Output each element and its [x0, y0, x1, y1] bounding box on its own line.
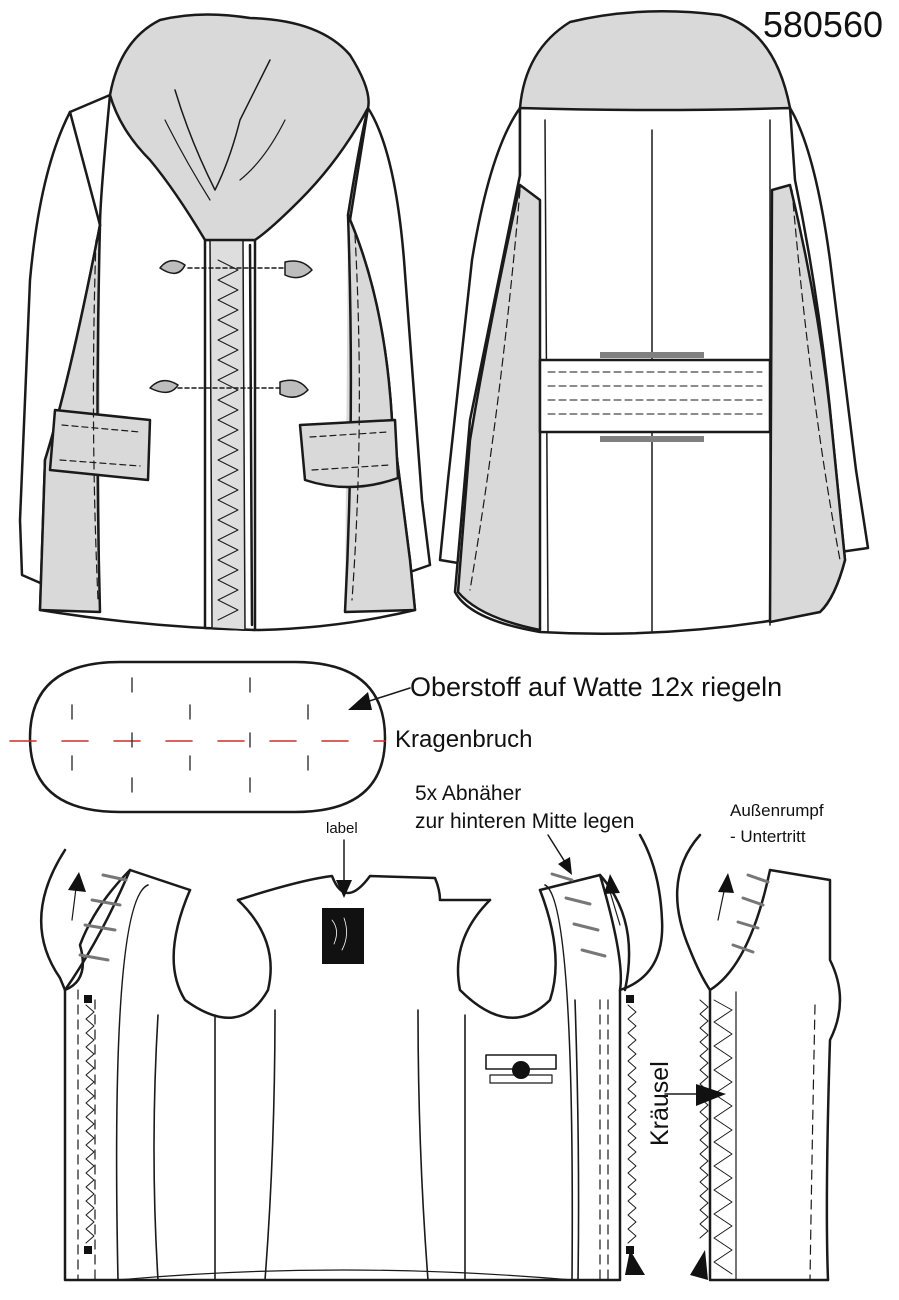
collar-fold-label: Kragenbruch: [395, 726, 533, 753]
front-view-coat: [18, 13, 432, 632]
back-belt-bar-top: [600, 352, 704, 358]
brand-label-tag: [322, 908, 364, 964]
outer-body-line-2: - Untertritt: [730, 827, 806, 846]
article-number: 580560: [762, 4, 883, 45]
gathering-label: Kräusel: [646, 1061, 674, 1146]
bartack-marks: [71, 677, 309, 793]
label-tag-caption: label: [326, 820, 358, 837]
collar-pattern-piece: [28, 660, 387, 814]
darts-line-1: 5x Abnäher: [415, 782, 522, 805]
back-view-coat: [438, 10, 870, 636]
outer-body-line-1: Außenrumpf: [730, 801, 824, 820]
back-belt-bar-bottom: [600, 436, 704, 442]
back-body-pattern: [39, 833, 664, 1282]
darts-line-2: zur hinteren Mitte legen: [415, 810, 635, 833]
outer-body-underlap-pattern: [625, 833, 842, 1282]
topstitch-note: Oberstoff auf Watte 12x riegeln: [410, 672, 783, 702]
